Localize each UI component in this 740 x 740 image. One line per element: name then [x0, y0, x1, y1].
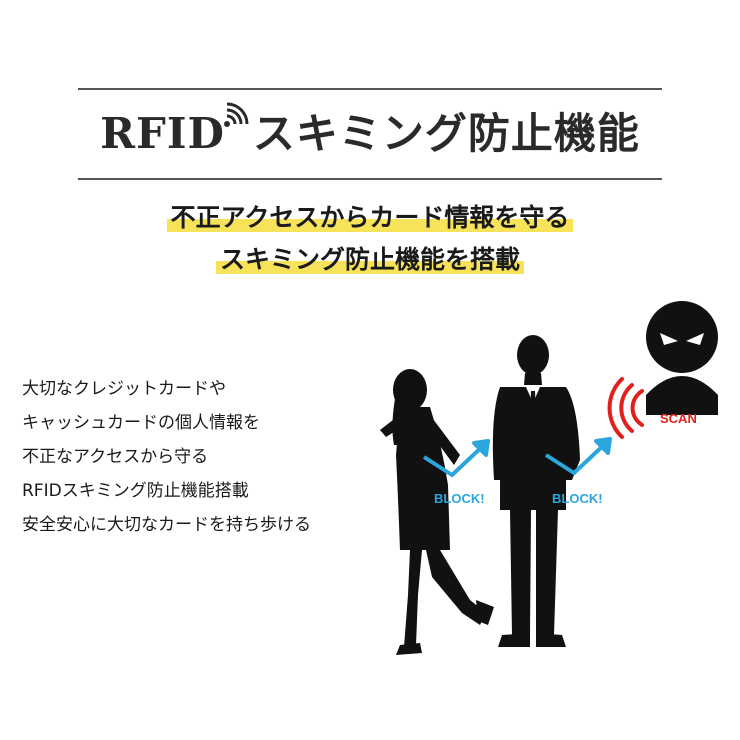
description-line: RFIDスキミング防止機能搭載: [22, 481, 249, 501]
wireless-signal-icon: [223, 102, 249, 127]
description-line: 大切なクレジットカードや: [22, 379, 226, 399]
description-text: 大切なクレジットカードや キャッシュカードの個人情報を 不正なアクセスから守る …: [22, 372, 311, 542]
block-label-2: BLOCK!: [552, 491, 603, 506]
scan-signal-icon: [607, 377, 644, 439]
scan-label: SCAN: [660, 411, 697, 426]
top-divider: [78, 88, 662, 90]
block-arrow-icon: [422, 439, 490, 477]
skimming-illustration: SCAN BLOCK! BLOCK!: [380, 301, 718, 655]
man-shirt: [526, 387, 540, 441]
bottom-divider: [78, 178, 662, 180]
description-line: 不正なアクセスから守る: [22, 447, 209, 467]
title-japanese: スキミング防止機能: [252, 109, 640, 158]
page-title: RFID スキミング防止機能: [0, 100, 740, 161]
highlight-line-1: 不正アクセスからカード情報を守る: [0, 198, 740, 234]
title-rfid: RFID: [100, 109, 225, 158]
man-silhouette: [492, 335, 580, 647]
block-arrow-icon: [544, 437, 612, 475]
description-line: キャッシュカードの個人情報を: [22, 413, 260, 433]
hacker-silhouette: [646, 301, 718, 415]
description-line: 安全安心に大切なカードを持ち歩ける: [22, 515, 311, 535]
block-label-1: BLOCK!: [434, 491, 485, 506]
woman-silhouette: [380, 369, 494, 655]
highlight-line-2: スキミング防止機能を搭載: [0, 240, 740, 276]
